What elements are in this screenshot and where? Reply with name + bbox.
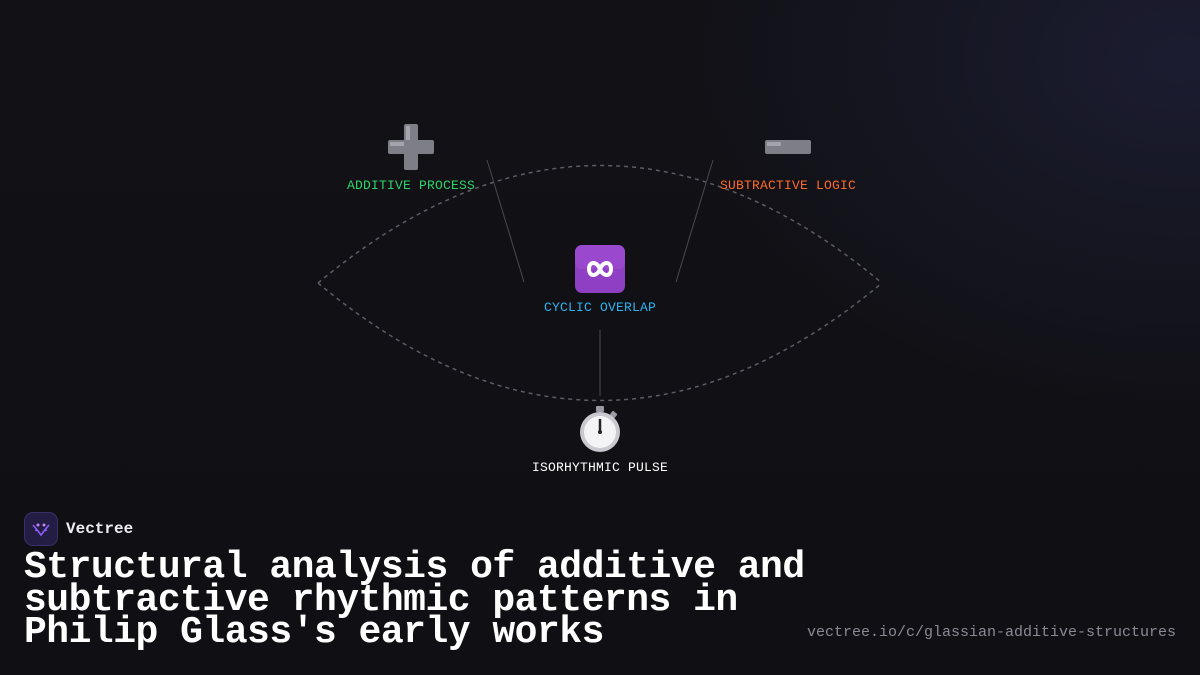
node-isorhythmic-pulse: ISORHYTHMIC PULSE bbox=[500, 402, 700, 475]
page-title: Structural analysis of additive and subt… bbox=[24, 546, 805, 654]
node-label: ISORHYTHMIC PULSE bbox=[531, 460, 669, 475]
node-additive-process: ADDITIVE PROCESS bbox=[311, 120, 511, 193]
source-url: vectree.io/c/glassian-additive-structure… bbox=[806, 624, 1176, 641]
node-subtractive-logic: SUBTRACTIVE LOGIC bbox=[688, 120, 888, 193]
connector-subtractive-cyclic bbox=[675, 159, 714, 283]
vectree-logo-icon bbox=[24, 512, 58, 546]
brand-name: Vectree bbox=[66, 520, 134, 538]
stopwatch-icon bbox=[575, 402, 625, 456]
minus-icon bbox=[763, 120, 813, 174]
brand: Vectree bbox=[24, 512, 133, 546]
lens-arc-top bbox=[317, 164, 883, 284]
node-label: CYCLIC OVERLAP bbox=[543, 300, 657, 315]
connector-additive-cyclic bbox=[486, 159, 525, 283]
node-label: SUBTRACTIVE LOGIC bbox=[719, 178, 857, 193]
plus-icon bbox=[386, 120, 436, 174]
infinity-icon bbox=[574, 242, 626, 296]
node-cyclic-overlap: CYCLIC OVERLAP bbox=[500, 242, 700, 315]
lens-arc-bottom bbox=[317, 282, 883, 402]
node-label: ADDITIVE PROCESS bbox=[346, 178, 476, 193]
